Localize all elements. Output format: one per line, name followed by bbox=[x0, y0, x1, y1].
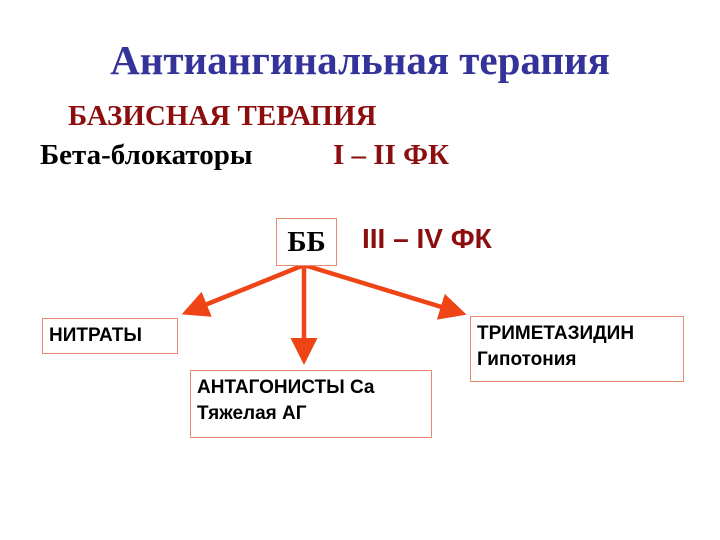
arrow-to-nitrates bbox=[181, 262, 305, 317]
arrow-to-trimetazidine bbox=[303, 262, 467, 320]
trimetazidine-node: ТРИМЕТАЗИДИН Гипотония bbox=[470, 316, 684, 382]
beta-blockers-label: Бета-блокаторы bbox=[40, 139, 253, 171]
slide-title: Антиангинальная терапия bbox=[110, 37, 610, 83]
beta-blockers-fk: I – II ФК bbox=[333, 139, 450, 171]
antagonists-label: АНТАГОНИСТЫ Са bbox=[197, 377, 375, 398]
bb-fk: III – IV ФК bbox=[362, 223, 492, 254]
antagonists-node: АНТАГОНИСТЫ Са Тяжелая АГ bbox=[190, 370, 432, 438]
antagonists-note: Тяжелая АГ bbox=[197, 403, 307, 424]
trimetazidine-label: ТРИМЕТАЗИДИН bbox=[477, 323, 635, 344]
nitrates-node: НИТРАТЫ bbox=[42, 318, 178, 354]
basis-heading: БАЗИСНАЯ ТЕРАПИЯ bbox=[68, 100, 377, 132]
trimetazidine-note: Гипотония bbox=[477, 349, 577, 370]
nitrates-label: НИТРАТЫ bbox=[49, 325, 142, 346]
bb-node: ББ bbox=[276, 218, 337, 266]
